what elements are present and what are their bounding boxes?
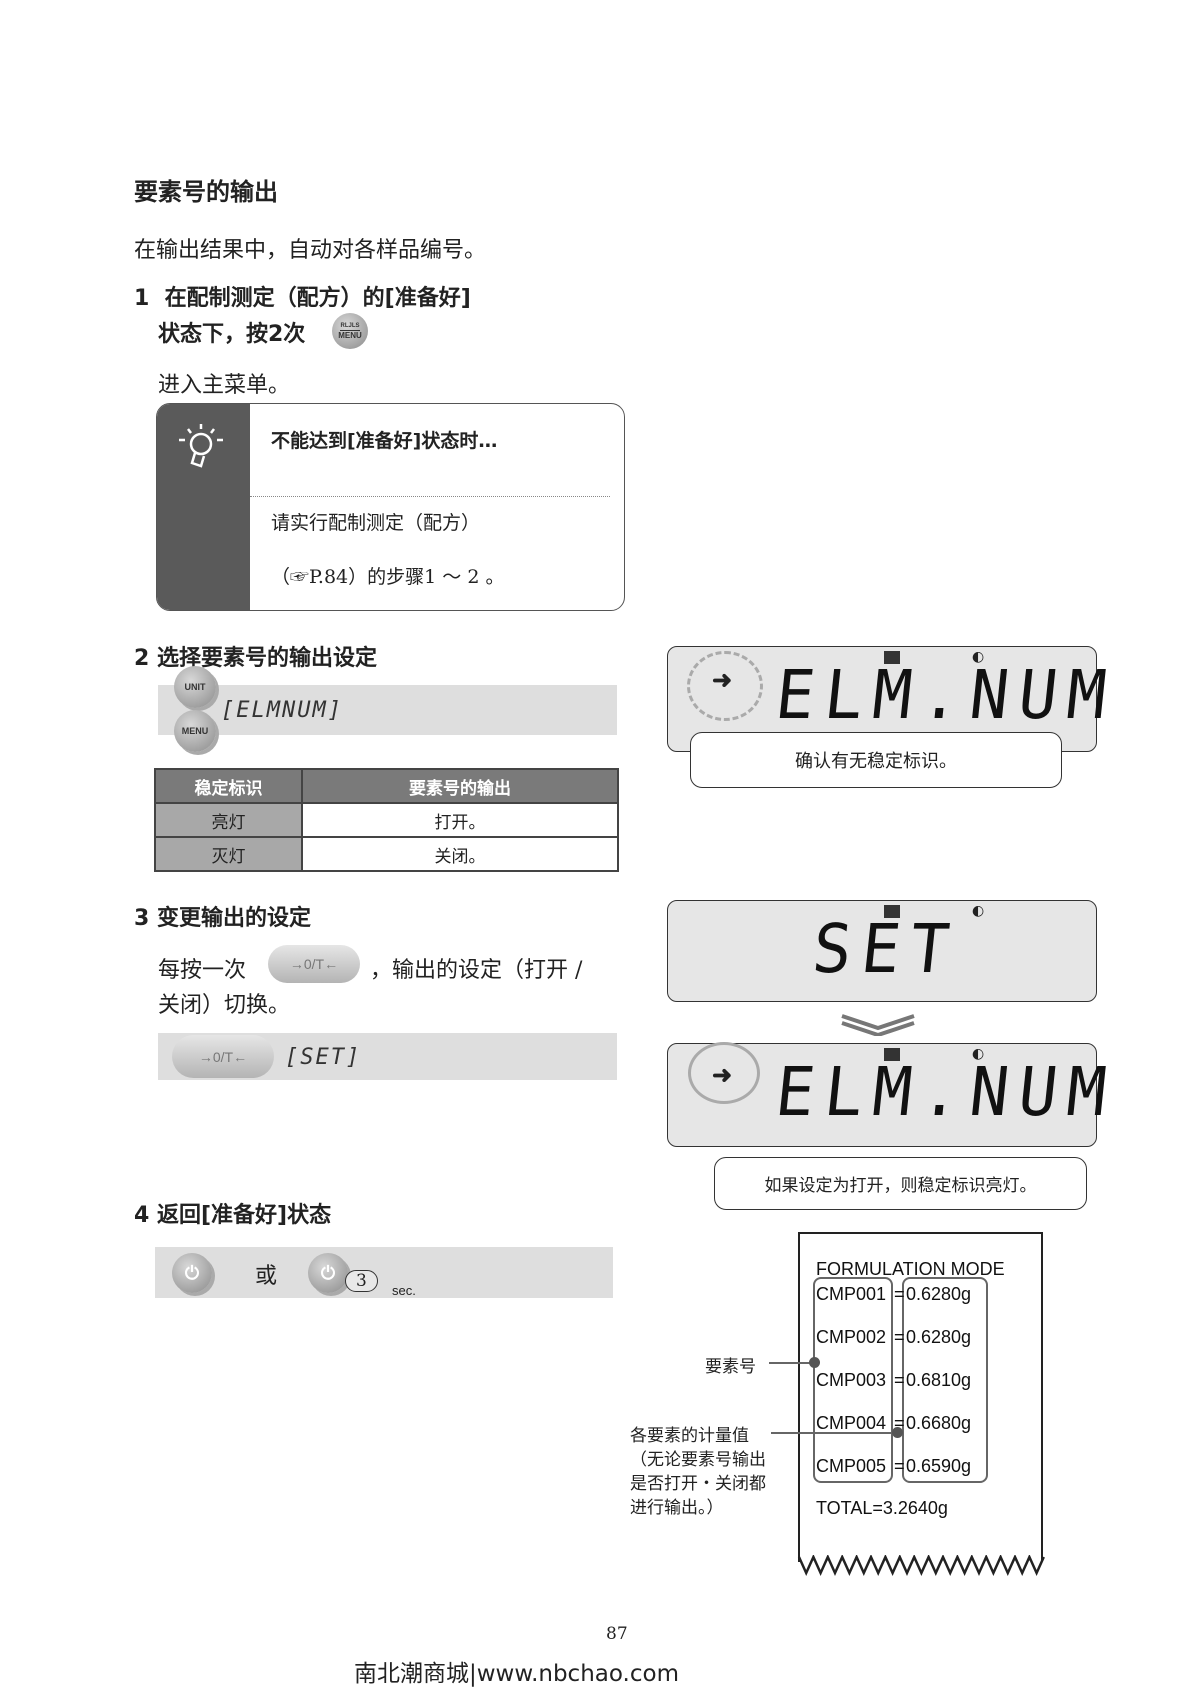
receipt-equals: = (894, 1370, 905, 1390)
table-row: 灭灯关闭。 (154, 836, 619, 872)
lcd-text: ELM.NUM (771, 1054, 1120, 1132)
receipt-weight: 0.6810g (906, 1370, 972, 1390)
lcd-display-3: ➜ ELM.NUM ◐ (667, 1042, 1120, 1147)
receipt-element-number: CMP002 (816, 1327, 887, 1347)
step3-text-b: ，输出的设定（打开 / (370, 958, 583, 983)
sec-label: sec. (392, 1283, 416, 1298)
stability-arrow-icon: ➜ (712, 1060, 733, 1089)
receipt-weight: 0.6280g (906, 1284, 972, 1304)
tip-box: 不能达到[准备好]状态时… 请实行配制测定（配方） （☞P.84）的步骤1 ～ … (156, 403, 625, 611)
receipt-element-number: CMP005 (816, 1456, 887, 1476)
unit-button[interactable]: UNIT (174, 666, 216, 708)
formulation-icon (884, 905, 900, 918)
step1-line1: 在配制测定（配方）的[准备好] (164, 286, 471, 311)
or-text: 或 (255, 1264, 278, 1289)
table-row: 亮灯打开。 (154, 802, 619, 838)
hold-seconds: 3 (345, 1270, 378, 1292)
step3-text-c: 关闭）切换。 (158, 993, 291, 1018)
leader-line (771, 1432, 895, 1434)
tip-heading: 不能达到[准备好]状态时… (271, 430, 498, 452)
lcd-text: ELM.NUM (771, 657, 1120, 735)
label-element-number: 要素号 (705, 1357, 756, 1377)
formulation-icon (884, 1048, 900, 1061)
step1-result: 进入主菜单。 (158, 373, 291, 398)
tip-line2: （☞P.84）的步骤1 ～ 2 。 (271, 566, 505, 588)
step4-heading: 4 返回[准备好]状态 (134, 1203, 332, 1228)
table-header: 要素号的输出 (301, 768, 619, 804)
zero-tare-button[interactable]: →0/T← (172, 1035, 274, 1078)
receipt-equals: = (894, 1284, 905, 1304)
element-number-frame (813, 1277, 893, 1483)
step3-heading: 3 变更输出的设定 (134, 906, 311, 931)
page-title: 要素号的输出 (134, 178, 278, 206)
receipt-element-number: CMP001 (816, 1284, 887, 1304)
callout-1: 确认有无稳定标识。 (690, 732, 1062, 788)
lcd-display-2: SET ◐ (667, 900, 1097, 1002)
menu-button-label: MENU (338, 330, 362, 340)
stability-indicator-highlight (688, 1042, 760, 1104)
step3-text-a: 每按一次 (158, 958, 247, 983)
intro-text: 在输出结果中，自动对各样品编号。 (134, 238, 487, 263)
receipt-weight: 0.6590g (906, 1456, 972, 1476)
power-button[interactable]: ⏻ (308, 1253, 348, 1293)
leader-line (769, 1362, 814, 1364)
menu-button[interactable]: MENU (174, 710, 216, 752)
link-icon: ◐ (972, 649, 985, 665)
link-icon: ◐ (972, 903, 985, 919)
formulation-icon (884, 651, 900, 664)
receipt-element-number: CMP003 (816, 1370, 887, 1390)
menu-button-top-label: RLJLS (340, 322, 360, 331)
step1-line2: 状态下，按2次 (158, 322, 306, 347)
tip-line1: 请实行配制测定（配方） (271, 512, 481, 534)
step2-display-bar (158, 685, 617, 735)
step4-bar (155, 1247, 613, 1298)
receipt-equals: = (894, 1456, 905, 1476)
step2-heading: 2 选择要素号的输出设定 (134, 646, 377, 671)
lcd-text: SET (808, 911, 963, 989)
callout-2: 如果设定为打开，则稳定标识亮灯。 (714, 1157, 1087, 1210)
menu-button[interactable]: RLJLS MENU (332, 313, 368, 349)
stability-table: 稳定标识要素号的输出 亮灯打开。 灭灯关闭。 (154, 768, 619, 872)
step-number: 1 (134, 286, 150, 311)
stability-arrow-icon: ➜ (712, 665, 733, 694)
stability-indicator-highlight (687, 651, 763, 721)
table-header: 稳定标识 (154, 768, 303, 804)
step2-display-text: [ELMNUM] (221, 698, 343, 723)
tip-divider (250, 496, 610, 497)
power-button[interactable]: ⏻ (172, 1253, 212, 1293)
receipt-weight: 0.6680g (906, 1413, 972, 1433)
chevron-down-icon (841, 1014, 915, 1036)
receipt-header: FORMULATION MODE (816, 1259, 1005, 1279)
receipt-element-number: CMP004 (816, 1413, 887, 1433)
receipt-equals: = (894, 1413, 905, 1433)
weight-value-frame (902, 1277, 988, 1483)
footer-watermark: 南北潮商城|www.nbchao.com (354, 1661, 679, 1687)
page-number: 87 (606, 1624, 628, 1644)
receipt-equals: = (894, 1327, 905, 1347)
step3-display-text: [SET] (285, 1045, 362, 1070)
step1-heading: 1 在配制测定（配方）的[准备好] (134, 280, 471, 312)
link-icon: ◐ (972, 1046, 985, 1062)
receipt-total: TOTAL=3.2640g (816, 1498, 948, 1518)
receipt-weight: 0.6280g (906, 1327, 972, 1347)
tear-edge (797, 1555, 1045, 1577)
zero-tare-button[interactable]: →0/T← (268, 945, 360, 983)
leader-dot (809, 1357, 820, 1368)
leader-dot (892, 1427, 903, 1438)
label-values: 各要素的计量值（无论要素号输出是否打开・关闭都进行输出。） (630, 1426, 766, 1518)
lightbulb-icon (179, 424, 223, 468)
tip-sidebar (157, 404, 250, 610)
